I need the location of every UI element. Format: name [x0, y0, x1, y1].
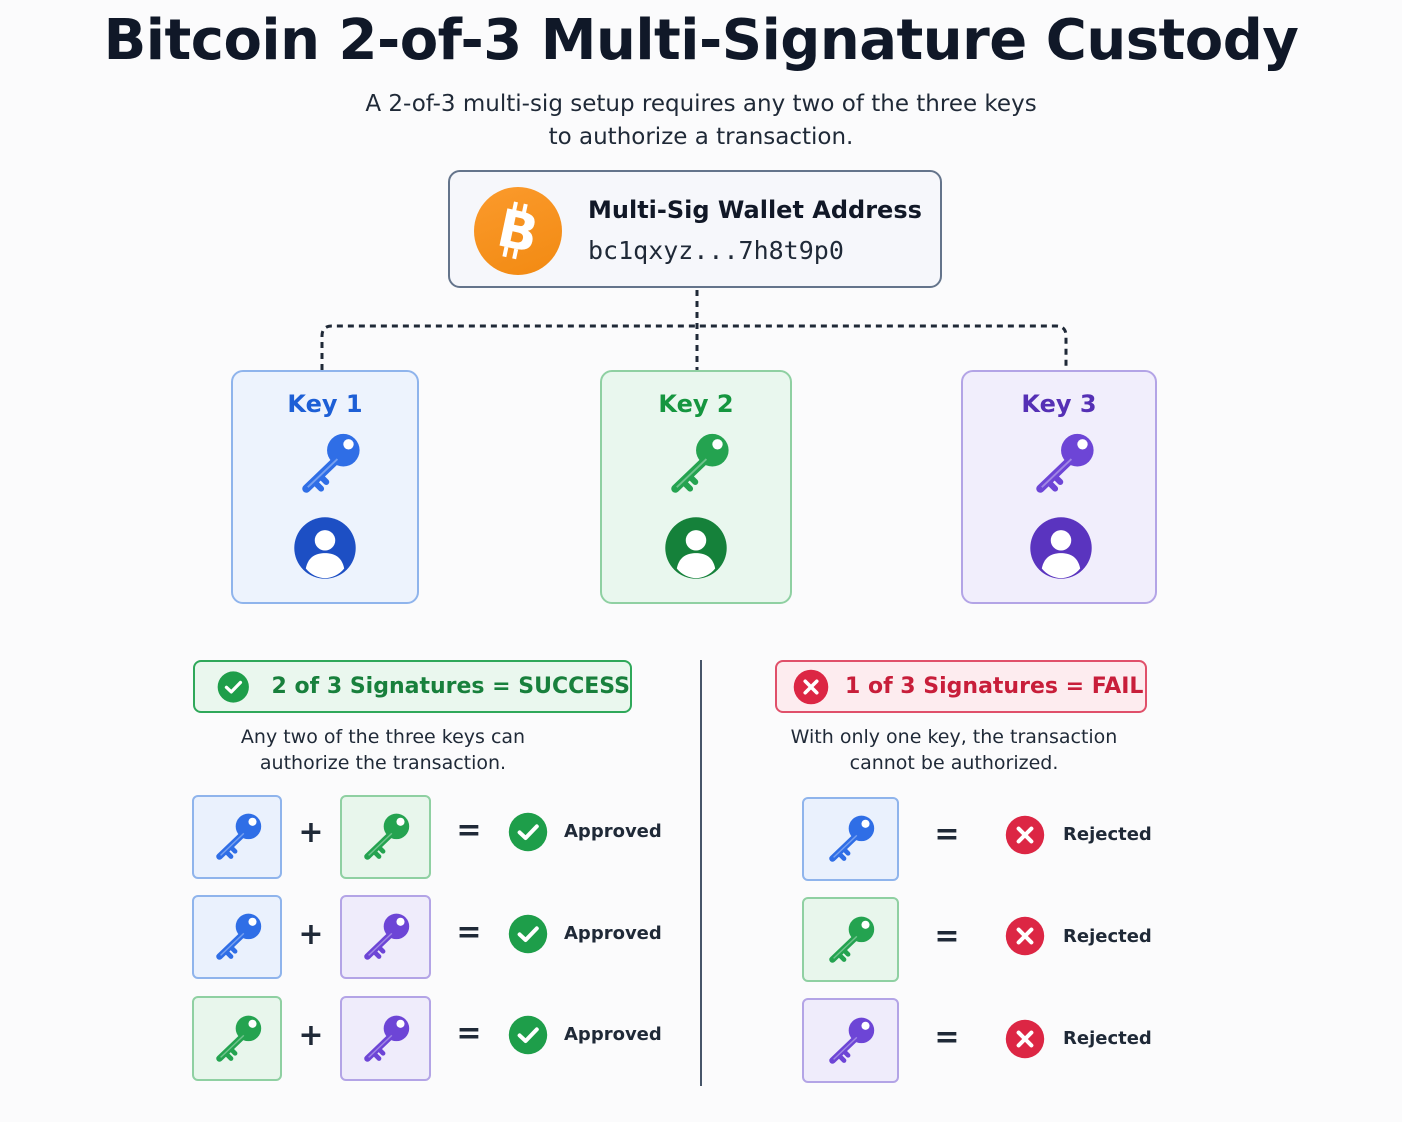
- key-icon: [654, 428, 744, 502]
- key-card-label: Key 2: [658, 390, 734, 418]
- subtitle: A 2-of-3 multi-sig setup requires any tw…: [0, 88, 1402, 154]
- rejected-label: Rejected: [1063, 926, 1152, 947]
- key-icon: [352, 809, 420, 867]
- key-tile-2: [192, 996, 282, 1081]
- subtitle-line-1: A 2-of-3 multi-sig setup requires any tw…: [365, 91, 1037, 117]
- svg-text:B: B: [492, 199, 543, 266]
- fail-desc-line-2: cannot be authorized.: [849, 752, 1059, 774]
- plus-sign: +: [298, 917, 324, 952]
- key-icon: [817, 1013, 885, 1071]
- bitcoin-icon: B: [474, 187, 562, 275]
- subtitle-line-2: to authorize a transaction.: [548, 124, 854, 150]
- page-title: Bitcoin 2-of-3 Multi-Signature Custody: [103, 8, 1299, 73]
- wallet-title: Multi-Sig Wallet Address: [588, 196, 922, 224]
- x-circle-icon: [793, 669, 829, 705]
- check-circle-icon: [508, 1015, 548, 1055]
- equals-sign: =: [934, 1020, 960, 1055]
- fail-banner-text: 1 of 3 Signatures = FAIL: [845, 674, 1144, 699]
- rejected-label: Rejected: [1063, 824, 1152, 845]
- key-tile-3: [340, 895, 431, 979]
- fail-banner: 1 of 3 Signatures = FAIL: [775, 660, 1147, 713]
- key-icon: [352, 1011, 420, 1069]
- success-banner-text: 2 of 3 Signatures = SUCCESS: [271, 674, 630, 699]
- key-tile-1: [192, 795, 282, 879]
- equals-sign: =: [934, 817, 960, 852]
- success-row-3: + = Approved: [192, 996, 672, 1082]
- approved-label: Approved: [564, 821, 662, 842]
- key-card-3: Key 3: [961, 370, 1157, 604]
- connector-lines: [320, 290, 1068, 370]
- x-circle-icon: [1005, 815, 1045, 855]
- equals-sign: =: [456, 813, 482, 848]
- equals-sign: =: [456, 915, 482, 950]
- user-icon: [1029, 516, 1093, 580]
- success-banner: 2 of 3 Signatures = SUCCESS: [193, 660, 632, 713]
- key-tile-1: [192, 895, 282, 979]
- success-row-1: + = Approved: [192, 795, 672, 881]
- key-card-1: Key 1: [231, 370, 419, 604]
- fail-row-2: = Rejected: [802, 897, 1162, 983]
- fail-row-1: = Rejected: [802, 797, 1162, 883]
- user-icon: [293, 516, 357, 580]
- fail-description: With only one key, the transaction canno…: [768, 724, 1140, 776]
- key-card-label: Key 3: [1021, 390, 1097, 418]
- success-row-2: + = Approved: [192, 895, 672, 981]
- key-tile-3: [802, 998, 899, 1083]
- key-icon: [285, 428, 375, 502]
- x-circle-icon: [1005, 916, 1045, 956]
- key-tile-2: [340, 795, 431, 879]
- success-desc-line-2: authorize the transaction.: [259, 752, 507, 774]
- success-description: Any two of the three keys can authorize …: [183, 724, 583, 776]
- key-tile-2: [802, 897, 899, 982]
- user-icon: [664, 516, 728, 580]
- key-icon: [1019, 428, 1109, 502]
- plus-sign: +: [298, 1018, 324, 1053]
- key-card-label: Key 1: [287, 390, 363, 418]
- key-icon: [817, 811, 885, 869]
- check-circle-icon: [508, 812, 548, 852]
- key-card-2: Key 2: [600, 370, 792, 604]
- plus-sign: +: [298, 815, 324, 850]
- key-tile-1: [802, 797, 899, 881]
- check-circle-icon: [508, 914, 548, 954]
- fail-desc-line-1: With only one key, the transaction: [790, 726, 1118, 748]
- key-icon: [204, 809, 272, 867]
- key-tile-3: [340, 996, 431, 1081]
- equals-sign: =: [456, 1016, 482, 1051]
- key-icon: [352, 909, 420, 967]
- wallet-card: B Multi-Sig Wallet Address bc1qxyz...7h8…: [448, 170, 942, 288]
- wallet-address: bc1qxyz...7h8t9p0: [588, 236, 844, 265]
- fail-row-3: = Rejected: [802, 998, 1162, 1084]
- key-icon: [204, 909, 272, 967]
- key-icon: [817, 912, 885, 970]
- approved-label: Approved: [564, 923, 662, 944]
- equals-sign: =: [934, 919, 960, 954]
- rejected-label: Rejected: [1063, 1028, 1152, 1049]
- section-divider: [700, 660, 702, 1086]
- key-icon: [204, 1011, 272, 1069]
- success-desc-line-1: Any two of the three keys can: [240, 726, 526, 748]
- approved-label: Approved: [564, 1024, 662, 1045]
- check-circle-icon: [217, 670, 250, 704]
- x-circle-icon: [1005, 1019, 1045, 1059]
